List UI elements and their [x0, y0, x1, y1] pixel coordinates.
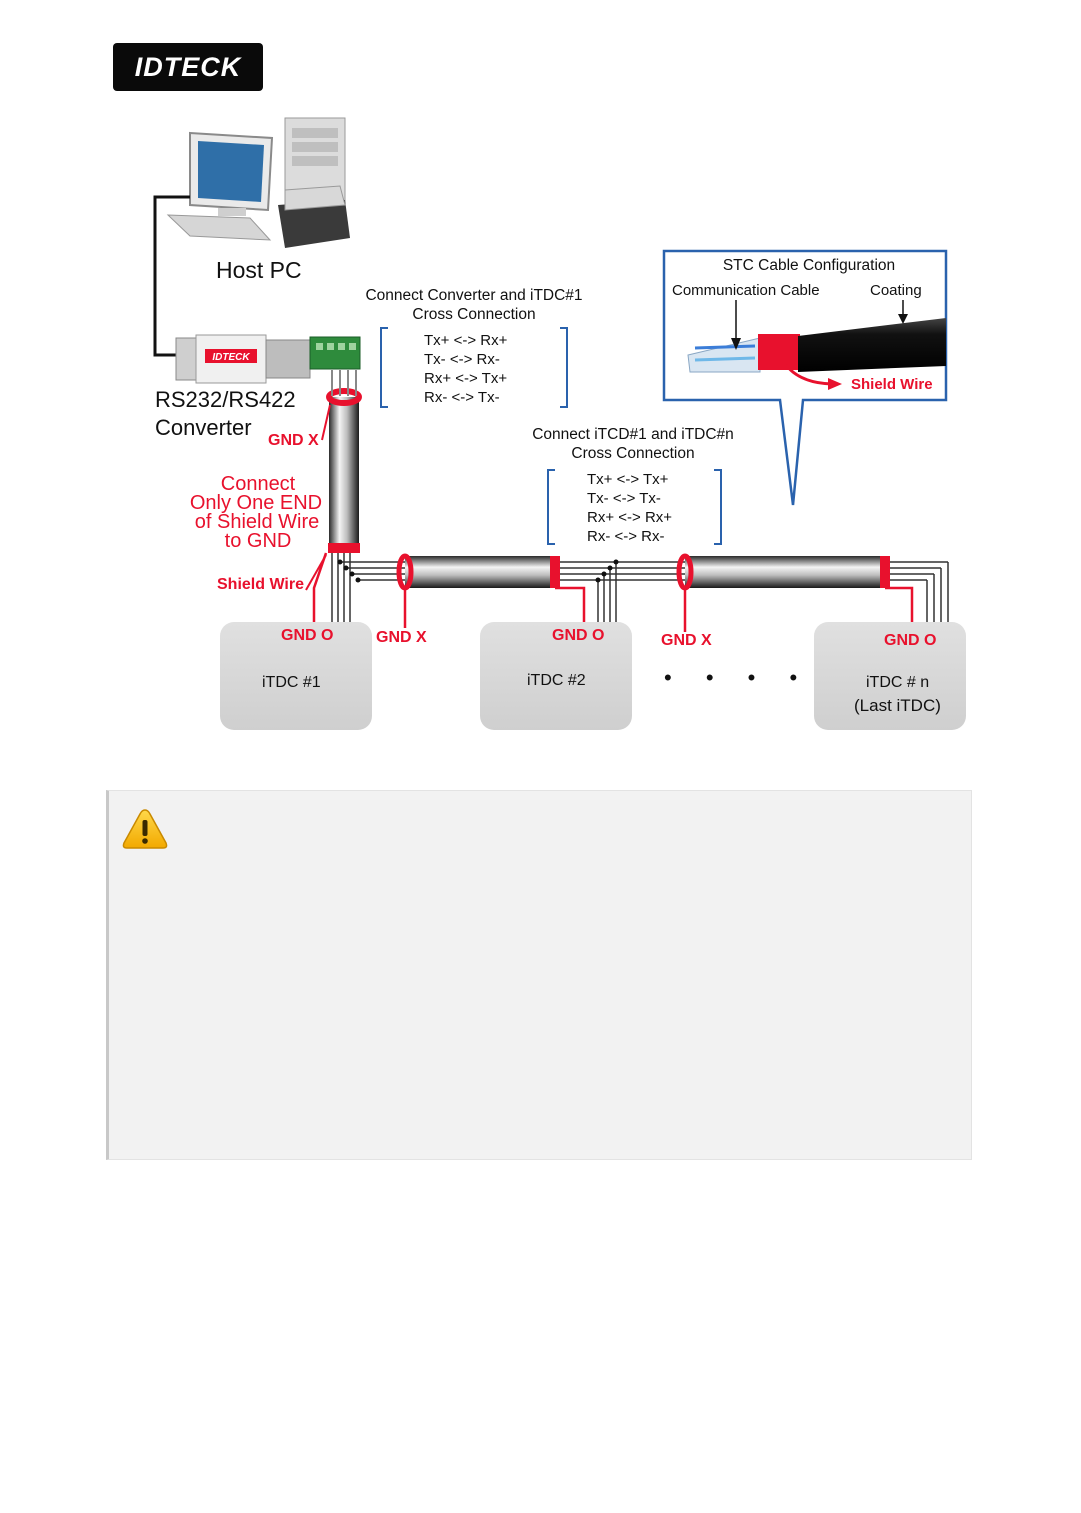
connect-note-line4: to GND: [225, 530, 292, 552]
stc-coating-label: Coating: [870, 282, 922, 299]
stc-cable-callout: STC Cable Configuration Communication Ca…: [662, 249, 948, 506]
host-pc-illustration: [166, 117, 350, 248]
cross2-title2: Cross Connection: [571, 445, 694, 462]
device-itdc-2: [480, 622, 632, 730]
host-pc-label: Host PC: [216, 257, 302, 283]
device-label-n: iTDC # n: [866, 674, 929, 691]
cross1-line1: Tx+ <-> Rx+: [424, 332, 508, 349]
cross2-line2: Tx- <-> Tx-: [587, 490, 661, 507]
connect-note-line3: of Shield Wire: [195, 511, 320, 533]
device-label-2: iTDC #2: [527, 672, 586, 689]
shield-ring-bottom: [328, 543, 360, 553]
pc-serial-cable: [153, 195, 190, 357]
horizontal-cable-2: [685, 556, 885, 588]
shield-ring-top: [326, 388, 362, 406]
cross1-line3: Rx+ <-> Tx+: [424, 370, 507, 387]
horizontal-cable-1: [405, 556, 555, 588]
wiring-diagram: Host PC IDTECK RS232/RS422 Converter GND…: [153, 117, 966, 730]
idteck-logo: IDTECK: [113, 43, 263, 91]
gnd-x-label-2: GND X: [661, 632, 712, 649]
logo-text: IDTECK: [134, 52, 242, 82]
device-label-1: iTDC #1: [262, 674, 321, 691]
bus-wires: [331, 553, 949, 622]
shield-wire-label: Shield Wire: [217, 576, 304, 593]
cross1-title1: Connect Converter and iTDC#1: [365, 287, 582, 304]
gnd-x-label-converter: GND X: [268, 432, 319, 449]
shield-ring-cable1-right: [550, 556, 560, 588]
cross2-line3: Rx+ <-> Rx+: [587, 509, 672, 526]
cross1-title2: Cross Connection: [412, 306, 535, 323]
cross2-line1: Tx+ <-> Tx+: [587, 471, 669, 488]
vertical-cable: [329, 397, 359, 548]
cross1-line2: Tx- <-> Rx-: [424, 351, 500, 368]
stc-shield-wire-label: Shield Wire: [851, 376, 933, 393]
gnd-o-label-2: GND O: [552, 627, 604, 644]
gnd-o-label-n: GND O: [884, 632, 936, 649]
converter-brand-label: IDTECK: [212, 352, 250, 363]
warning-icon: [122, 809, 168, 849]
converter-label-line2: Converter: [155, 415, 252, 440]
cross-connection-box-2: Connect iTCD#1 and iTDC#n Cross Connecti…: [532, 426, 734, 545]
shield-ring-cable2-right: [880, 556, 890, 588]
connect-one-end-note: Connect Only One END of Shield Wire to G…: [190, 473, 322, 552]
stc-title: STC Cable Configuration: [723, 257, 895, 274]
converter-label-line1: RS232/RS422: [155, 387, 296, 412]
device-sublabel-n: (Last iTDC): [854, 696, 941, 715]
gnd-x-label-1: GND X: [376, 629, 427, 646]
cross1-line4: Rx- <-> Tx-: [424, 389, 500, 406]
stc-comm-cable-label: Communication Cable: [672, 282, 820, 299]
cross-connection-box-1: Connect Converter and iTDC#1 Cross Conne…: [365, 287, 583, 408]
cross2-title1: Connect iTCD#1 and iTDC#n: [532, 426, 734, 443]
rs232-rs422-converter-device: IDTECK: [175, 334, 361, 384]
gnd-o-label-1: GND O: [281, 627, 333, 644]
connect-note-line2: Only One END: [190, 492, 322, 514]
cross2-line4: Rx- <-> Rx-: [587, 528, 665, 545]
connect-note-line1: Connect: [221, 473, 296, 495]
warning-notice-panel: [106, 790, 972, 1160]
device-itdc-n: [814, 622, 966, 730]
ground-leads: [312, 552, 914, 632]
wire-junctions: [337, 559, 619, 583]
device-itdc-1: [220, 622, 372, 730]
ellipsis-dots: • • • •: [664, 665, 811, 690]
